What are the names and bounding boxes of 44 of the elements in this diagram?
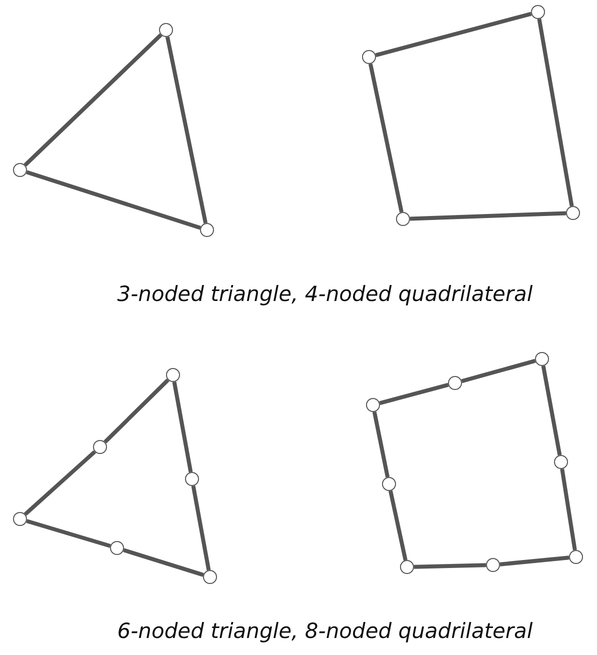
node-circle — [203, 570, 217, 584]
element-edge — [537, 18, 574, 206]
element-edge — [24, 33, 162, 167]
element-edge — [165, 36, 208, 224]
element-edge — [414, 563, 486, 569]
node-circle — [200, 223, 214, 237]
node-circle — [110, 541, 124, 555]
element-edge — [410, 211, 566, 221]
element-edge — [26, 170, 201, 230]
node-circle — [13, 512, 27, 526]
element-edge — [172, 382, 193, 472]
node-circle — [396, 212, 410, 226]
node-circle — [569, 550, 583, 564]
node-circle — [448, 376, 462, 390]
node-circle — [535, 352, 549, 366]
node-circle — [366, 398, 380, 412]
element-edge — [123, 548, 204, 577]
node-circle — [93, 440, 107, 454]
element-edge — [388, 490, 408, 561]
element-edge — [461, 358, 536, 384]
node-circle — [159, 23, 173, 37]
element-edge — [26, 519, 111, 548]
element-edge — [104, 378, 170, 444]
node-circle — [554, 455, 568, 469]
element-edge — [560, 468, 577, 550]
node-circle — [486, 558, 500, 572]
element-edge — [375, 12, 532, 58]
element-edge — [191, 486, 211, 570]
element-edge — [500, 556, 570, 566]
node-circle — [362, 50, 376, 64]
caption: 6-noded triangle, 8-noded quadrilateral — [116, 619, 534, 643]
node-circle — [382, 477, 396, 491]
node-circle — [566, 206, 580, 220]
node-circle — [400, 560, 414, 574]
element-edge — [24, 450, 96, 516]
element-edge — [368, 63, 404, 213]
caption: 3-noded triangle, 4-noded quadrilateral — [116, 282, 534, 306]
element-edge — [541, 366, 562, 456]
node-circle — [166, 368, 180, 382]
node-circle — [185, 472, 199, 486]
node-circle — [13, 163, 27, 177]
element-edge — [379, 382, 449, 406]
node-circle — [531, 5, 545, 19]
element-edge — [372, 411, 390, 478]
